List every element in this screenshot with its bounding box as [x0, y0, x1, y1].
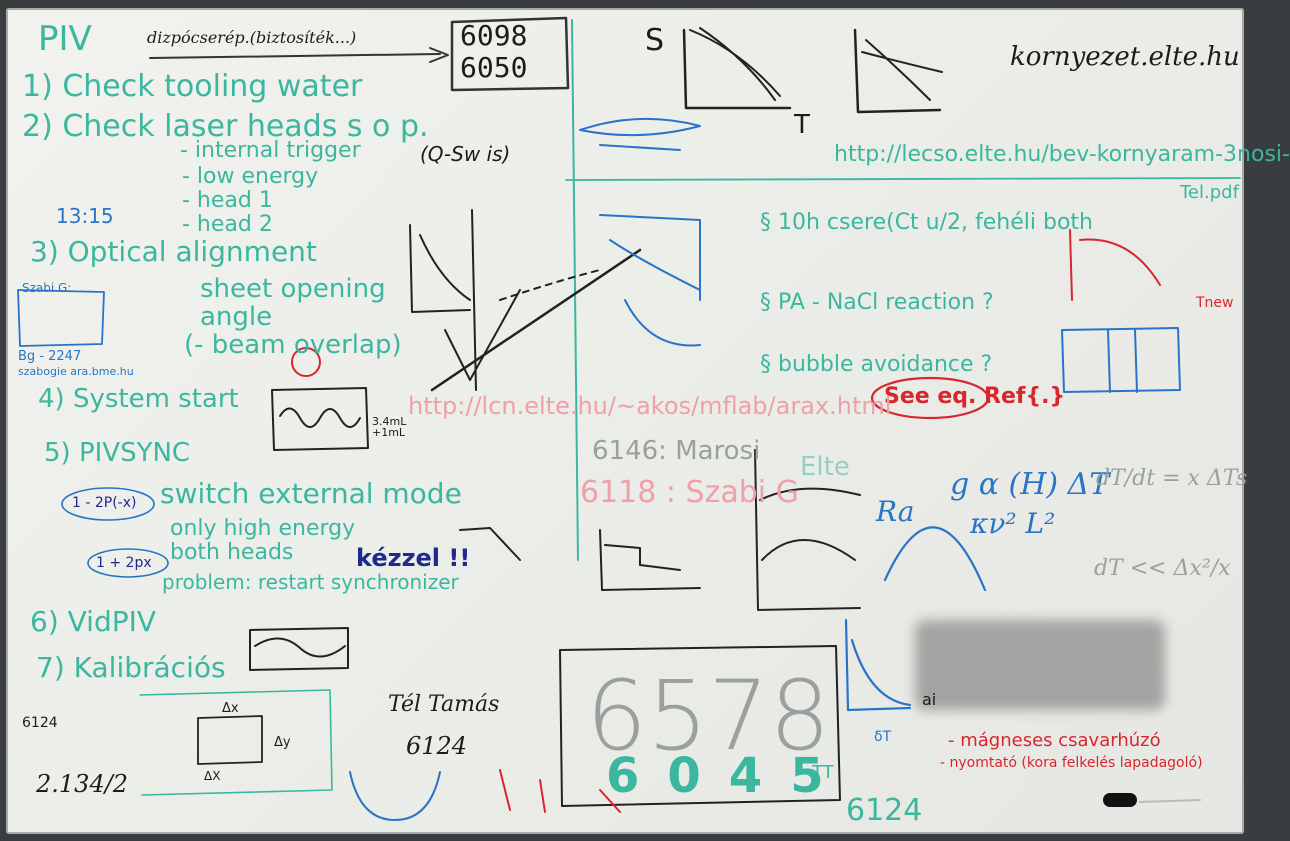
step-3: 3) Optical alignment [30, 235, 317, 268]
see-eq-ref: See eq. Ref{.} [884, 384, 1066, 409]
axis-t: T [794, 110, 810, 140]
piv-title: PIV [38, 19, 92, 59]
url-lecso-tail: Tel.pdf [1180, 182, 1239, 203]
angle-label: angle [200, 302, 273, 332]
step-5: 5) PIVSYNC [44, 438, 191, 468]
delta-x-small: ΔX [204, 769, 221, 783]
head-2: - head 2 [182, 212, 273, 237]
only-high-energy: only high energy [170, 516, 356, 541]
szabi-note: Szabi G: [22, 281, 72, 295]
step-2: 2) Check laser heads s o p. [22, 109, 429, 144]
note-item-2: § PA - NaCl reaction ? [760, 290, 994, 315]
volume-note: 3.4mL +1mL [372, 415, 407, 439]
formula-one-minus: 1 - 2P(-x) [72, 495, 137, 511]
phone-6098: 6098 [460, 19, 528, 52]
delta-t-label: δT [874, 729, 892, 745]
both-heads: both heads [170, 540, 294, 565]
url-lecso: http://lecso.elte.hu/bev-kornyaram-3nosi… [834, 142, 1290, 167]
number-box-sketch [450, 16, 570, 92]
tt-label: TT [812, 762, 834, 783]
blurred-text-region [915, 620, 1165, 710]
step-4: 4) System start [38, 384, 239, 414]
kezzel-note: kézzel !! [356, 544, 471, 572]
elte-label: Elte [800, 452, 850, 482]
number-6045: 6045 [606, 748, 852, 804]
tel-tamas: Tél Tamás [388, 692, 500, 717]
magnetic-screwdriver-note: - mágneses csavarhúzó [948, 730, 1161, 751]
email-note: szabogie ara.bme.hu [18, 365, 134, 378]
url-kornyezet: kornyezet.elte.hu [1010, 42, 1240, 72]
phone-6050: 6050 [460, 51, 528, 84]
axis-s: S [645, 23, 665, 58]
dt-inequality: dT << Δx²/x [1094, 556, 1231, 581]
sheet-opening: sheet opening [200, 274, 386, 304]
url-lcn: http://lcn.elte.hu/~akos/mflab/arax.html [408, 392, 892, 420]
problem-restart: problem: restart synchronizer [162, 570, 459, 594]
number-6124-mid: 6124 [406, 732, 468, 760]
step-1: 1) Check tooling water [22, 69, 363, 104]
head-1: - head 1 [182, 188, 273, 213]
phone-6118: 6118 : Szabi G [580, 475, 799, 510]
note-item-1: § 10h csere(Ct u/2, fehéli both [760, 210, 1093, 235]
step-6: 6) VidPIV [30, 605, 157, 638]
phone-6146: 6146: Marosi [592, 436, 761, 466]
internal-trigger: - internal trigger [180, 138, 361, 163]
delta-x: Δx [222, 701, 239, 716]
t-new-label: Tnew [1196, 295, 1234, 311]
number-2134: 2.134/2 [36, 770, 129, 798]
step-7: 7) Kalibrációs [36, 651, 226, 684]
number-6578: 6578 [586, 660, 831, 772]
number-6124-right: 6124 [846, 793, 923, 828]
ai-label: ai [922, 690, 937, 709]
note-item-3: § bubble avoidance ? [760, 352, 993, 377]
number-6124-left: 6124 [22, 715, 58, 731]
time-1315: 13:15 [56, 204, 114, 228]
switch-external-mode: switch external mode [160, 477, 462, 510]
whiteboard-photo: PIV dizpócserép.(biztosíték...) 6098 605… [6, 8, 1290, 834]
qsw-note: (Q-Sw is) [420, 142, 511, 166]
formula-numerator: g α (H) ΔT [950, 467, 1110, 502]
rayleigh-ra: Ra [876, 495, 915, 528]
beam-overlap: (- beam overlap) [184, 330, 402, 360]
dt-dt-formula: dT/dt = x ΔTs [1096, 466, 1248, 491]
formula-one-plus: 1 + 2px [96, 555, 152, 571]
delta-y: Δy [274, 735, 291, 750]
bg-number: Bg - 2247 [18, 349, 82, 364]
printer-note: - nyomtató (kora felkelés lapadagoló) [940, 755, 1203, 771]
whiteboard-sketches [17, 16, 1241, 821]
dizpo-note: dizpócserép.(biztosíték...) [147, 28, 357, 47]
low-energy: - low energy [182, 164, 319, 189]
formula-denominator: κν² L² [970, 507, 1056, 540]
